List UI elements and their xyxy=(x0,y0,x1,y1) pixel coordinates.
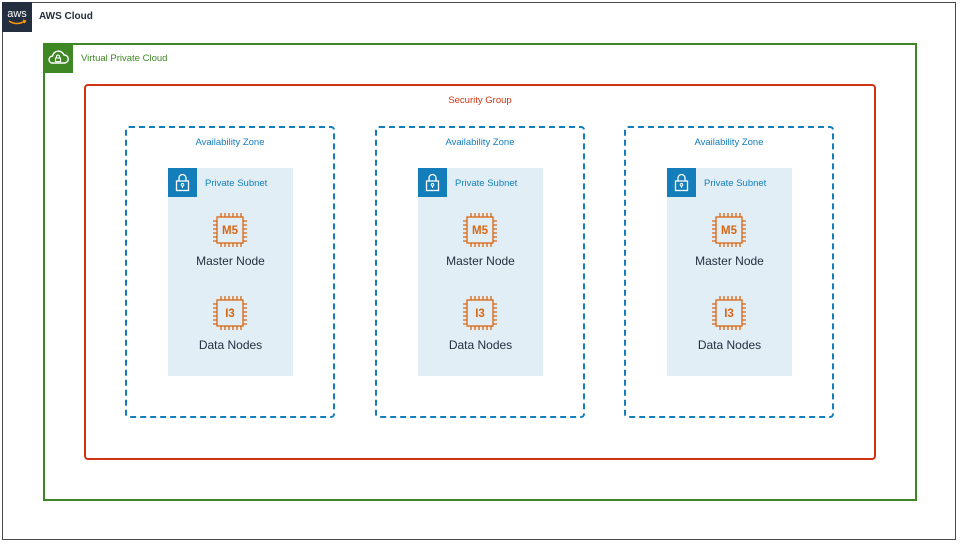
cloud-lock-icon xyxy=(43,43,73,73)
ec2-instance-chip-icon: I3 xyxy=(213,296,247,330)
availability-zone xyxy=(375,126,585,418)
private-subnet xyxy=(667,168,792,376)
master-node-label: Master Node xyxy=(695,254,764,268)
availability-zone-title: Availability Zone xyxy=(195,137,265,148)
private-subnet-title: Private Subnet xyxy=(205,178,268,189)
vpc-title: Virtual Private Cloud xyxy=(81,53,168,64)
security-group xyxy=(84,84,876,460)
data-instance-type: I3 xyxy=(475,308,485,320)
aws-cloud-title: AWS Cloud xyxy=(39,11,93,22)
availability-zone-title: Availability Zone xyxy=(445,137,515,148)
aws-logo-text: aws xyxy=(7,8,27,20)
padlock-icon xyxy=(168,168,197,197)
private-subnet-title: Private Subnet xyxy=(704,178,767,189)
data-nodes-label: Data Nodes xyxy=(448,338,513,352)
ec2-instance-chip-icon: I3 xyxy=(712,296,746,330)
availability-zone xyxy=(125,126,335,418)
padlock-icon xyxy=(667,168,696,197)
private-subnet xyxy=(168,168,293,376)
master-instance-type: M5 xyxy=(721,225,738,237)
ec2-instance-chip-icon: M5 xyxy=(712,213,746,247)
aws-logo-icon: aws xyxy=(2,2,32,32)
data-instance-type: I3 xyxy=(225,308,235,320)
master-node-label: Master Node xyxy=(196,254,265,268)
master-instance-type: M5 xyxy=(222,225,239,237)
data-nodes-label: Data Nodes xyxy=(198,338,263,352)
master-node-label: Master Node xyxy=(446,254,515,268)
availability-zone-title: Availability Zone xyxy=(694,137,764,148)
ec2-instance-chip-icon: M5 xyxy=(463,213,497,247)
private-subnet xyxy=(418,168,543,376)
private-subnet-title: Private Subnet xyxy=(455,178,518,189)
ec2-instance-chip-icon: M5 xyxy=(213,213,247,247)
data-instance-type: I3 xyxy=(724,308,734,320)
availability-zone xyxy=(624,126,834,418)
ec2-instance-chip-icon: I3 xyxy=(463,296,497,330)
master-instance-type: M5 xyxy=(472,225,489,237)
security-group-title: Security Group xyxy=(448,95,512,106)
padlock-icon xyxy=(418,168,447,197)
data-nodes-label: Data Nodes xyxy=(697,338,762,352)
vpc-group xyxy=(43,43,917,501)
